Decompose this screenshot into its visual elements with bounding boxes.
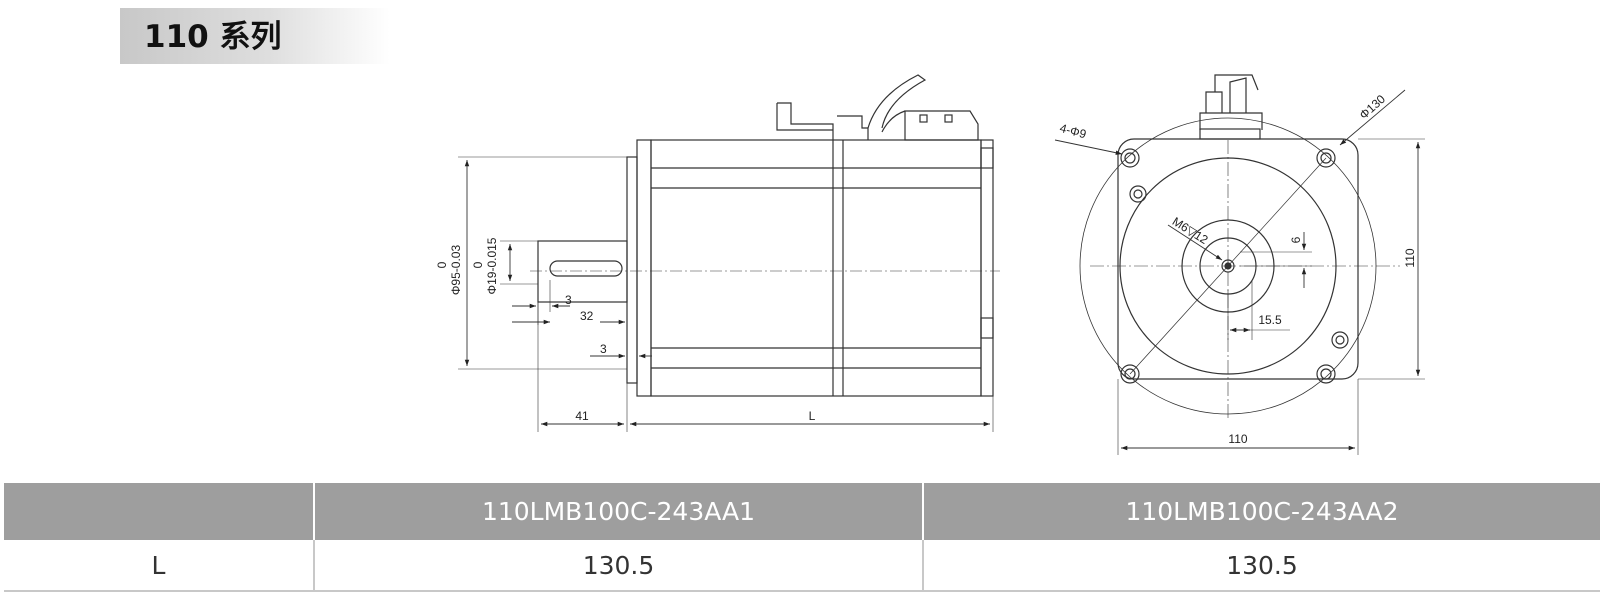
- key-width-label: 15.5: [1258, 313, 1282, 327]
- side-view-labels: 0 Φ95-0.03 0 Φ19-0.015 3 32 3 41 L: [435, 237, 816, 423]
- front-view-dimensions: [1054, 89, 1425, 455]
- motor-body: [650, 139, 982, 397]
- table-header-model-1: 110LMB100C-243AA1: [313, 483, 923, 540]
- shaft-dia-tolerance: 0: [471, 261, 485, 268]
- shaft-keyway: [549, 260, 623, 277]
- row-value-model-2: 130.5: [922, 540, 1600, 592]
- flange-dia-label: Φ95-0.03: [449, 245, 463, 296]
- connector-housing: [776, 74, 979, 141]
- spec-table: 110LMB100C-243AA1 110LMB100C-243AA2 L 13…: [4, 483, 1600, 592]
- square-flange: [1117, 138, 1359, 380]
- flange-height-label: 110: [1403, 248, 1417, 267]
- table-header-blank: [4, 483, 314, 540]
- key-offset-label: 3: [565, 293, 572, 307]
- key-height-label: 6: [1289, 236, 1303, 243]
- side-view: [530, 74, 1000, 397]
- flange-plate: [636, 139, 652, 397]
- pilot-depth-label: 3: [600, 342, 607, 356]
- front-view: [1079, 74, 1400, 420]
- shaft-dia-label: Φ19-0.015: [485, 237, 499, 294]
- flange-dia-tolerance: 0: [435, 261, 449, 268]
- mounting-holes: [1120, 148, 1349, 384]
- shaft: [537, 240, 628, 303]
- bolt-holes-label: 4-Φ9: [1058, 121, 1088, 142]
- side-view-dimensions: [458, 156, 994, 432]
- series-title: 110 系列: [120, 8, 390, 64]
- front-view-labels: 4-Φ9 Φ130 M6▽12 6 15.5 110 110: [1058, 92, 1417, 446]
- body-length-label: L: [809, 409, 816, 423]
- table-header-model-2: 110LMB100C-243AA2: [922, 483, 1600, 540]
- rear-cover: [980, 139, 994, 397]
- table-row: L 130.5 130.5: [4, 540, 1600, 592]
- shaft-length-label: 41: [575, 409, 589, 423]
- key-length-label: 32: [580, 309, 594, 323]
- front-connector: [1199, 74, 1263, 130]
- motor-dimension-drawing: 0 Φ95-0.03 0 Φ19-0.015 3 32 3 41 L: [435, 74, 1425, 455]
- row-value-model-1: 130.5: [313, 540, 923, 592]
- front-flange: [626, 156, 638, 384]
- flange-width-label: 110: [1228, 432, 1247, 446]
- row-label: L: [4, 540, 314, 592]
- tapped-hole-label: M6▽12: [1170, 214, 1211, 247]
- table-header-row: 110LMB100C-243AA1 110LMB100C-243AA2: [4, 483, 1600, 540]
